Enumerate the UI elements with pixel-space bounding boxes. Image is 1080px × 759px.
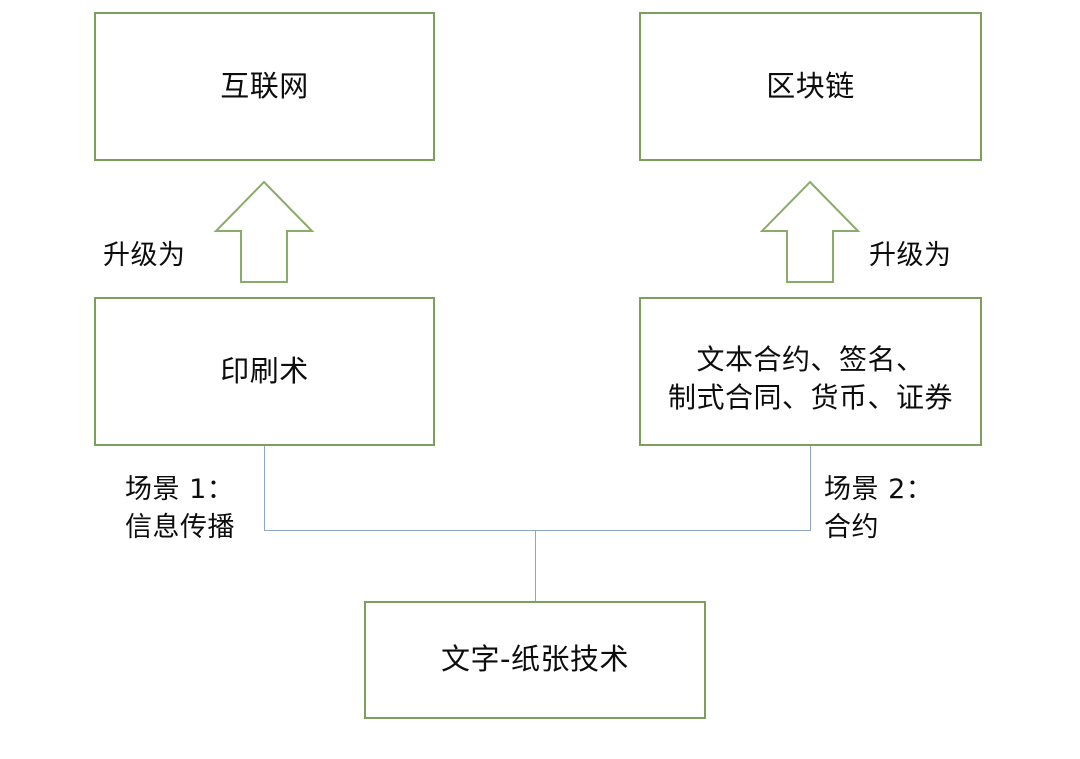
- node-contracts[interactable]: 文本合约、签名、 制式合同、货币、证券: [639, 297, 982, 446]
- node-blockchain[interactable]: 区块链: [639, 12, 982, 161]
- node-printing[interactable]: 印刷术: [94, 297, 435, 446]
- node-printing-label: 印刷术: [220, 353, 309, 388]
- node-internet[interactable]: 互联网: [94, 12, 435, 161]
- node-blockchain-label: 区块链: [766, 68, 855, 103]
- scenario-2-label: 场景 2： 合约: [824, 474, 934, 544]
- up-block-arrow-icon: [213, 180, 315, 283]
- connector-center-vertical: [535, 530, 536, 601]
- connector-horizontal-bridge: [264, 530, 811, 531]
- node-contracts-label: 文本合约、签名、 制式合同、货币、证券: [667, 343, 953, 414]
- connector-left-vertical: [264, 446, 265, 531]
- node-internet-label: 互联网: [220, 68, 309, 103]
- scenario-1-label: 场景 1： 信息传播: [125, 474, 235, 544]
- node-paper[interactable]: 文字-纸张技术: [364, 601, 706, 719]
- up-block-arrow-icon: [759, 180, 861, 283]
- node-paper-label: 文字-纸张技术: [441, 642, 629, 677]
- arrow-caption-right: 升级为: [869, 240, 952, 271]
- arrow-caption-left: 升级为: [103, 240, 186, 271]
- connector-right-vertical: [810, 446, 811, 531]
